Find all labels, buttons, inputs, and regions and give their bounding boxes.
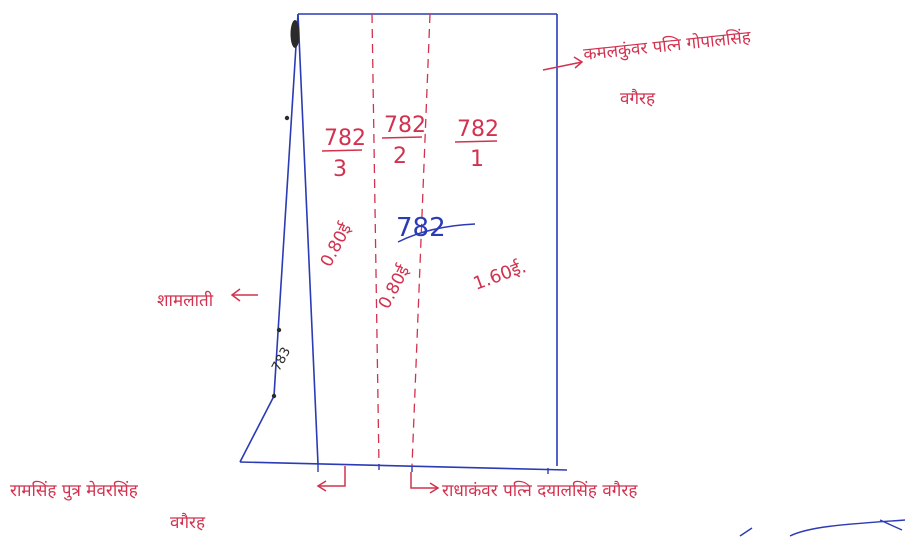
- plot-2-number: 782: [384, 113, 426, 138]
- left-neighbor-label: शामलाती: [157, 290, 214, 311]
- plot-3-number: 782: [457, 117, 499, 142]
- area-plot-2: 0.80ई: [374, 261, 415, 313]
- plot-1-number: 782: [324, 126, 366, 151]
- bottom-left-neighbor-label: रामसिंह पुत्र मेवरसिंह: [10, 480, 139, 501]
- top-right-neighbor-suffix: वगैरह: [620, 88, 656, 109]
- bottom-left-arrow: [316, 466, 346, 492]
- area-plot-1: 0.80ई: [316, 219, 357, 271]
- plot-2-subdivision: 2: [393, 144, 407, 169]
- plot-boundary: [239, 13, 568, 471]
- bottom-right-neighbor-label: राधाकंवर पत्नि दयालसिंह वगैरह: [442, 480, 638, 501]
- fraction-bar: [381, 136, 423, 139]
- plot-1-subdivision: 3: [333, 157, 347, 182]
- plot-number-1: 782 3: [321, 126, 366, 182]
- top-right-arrow: [542, 56, 584, 71]
- subdivision-lines: [371, 13, 431, 467]
- bottom-boundary-line: [239, 461, 568, 471]
- vertex-dot: [276, 327, 282, 333]
- main-plot-underline: [397, 223, 476, 243]
- vertex-dot: [271, 393, 277, 399]
- subdivision-line-1: [371, 13, 380, 467]
- signature-scribble: [739, 519, 906, 537]
- fraction-bar: [454, 140, 498, 143]
- adjacent-plot-number: 783: [269, 345, 294, 374]
- vertex-dot: [284, 115, 290, 121]
- plot-3-subdivision: 1: [470, 147, 484, 172]
- corner-mark: [290, 20, 300, 48]
- outer-left-boundary-line: [273, 13, 299, 397]
- subdivision-line-2: [411, 13, 431, 467]
- plot-number-2: 782 2: [381, 113, 426, 169]
- plot-number-3: 782 1: [454, 117, 499, 172]
- top-right-neighbor-label: कमलकुंवर पत्नि गोपालसिंह: [582, 26, 752, 65]
- inner-left-boundary-line: [297, 13, 319, 465]
- bottom-left-neighbor-suffix: वगैरह: [170, 512, 206, 533]
- area-plot-3: 1.60ई.: [470, 255, 529, 294]
- fraction-bar: [321, 149, 363, 152]
- lower-left-boundary-line: [239, 395, 275, 463]
- left-arrow: [230, 288, 258, 302]
- bottom-ticks: [317, 464, 549, 474]
- bottom-right-arrow: [410, 472, 440, 494]
